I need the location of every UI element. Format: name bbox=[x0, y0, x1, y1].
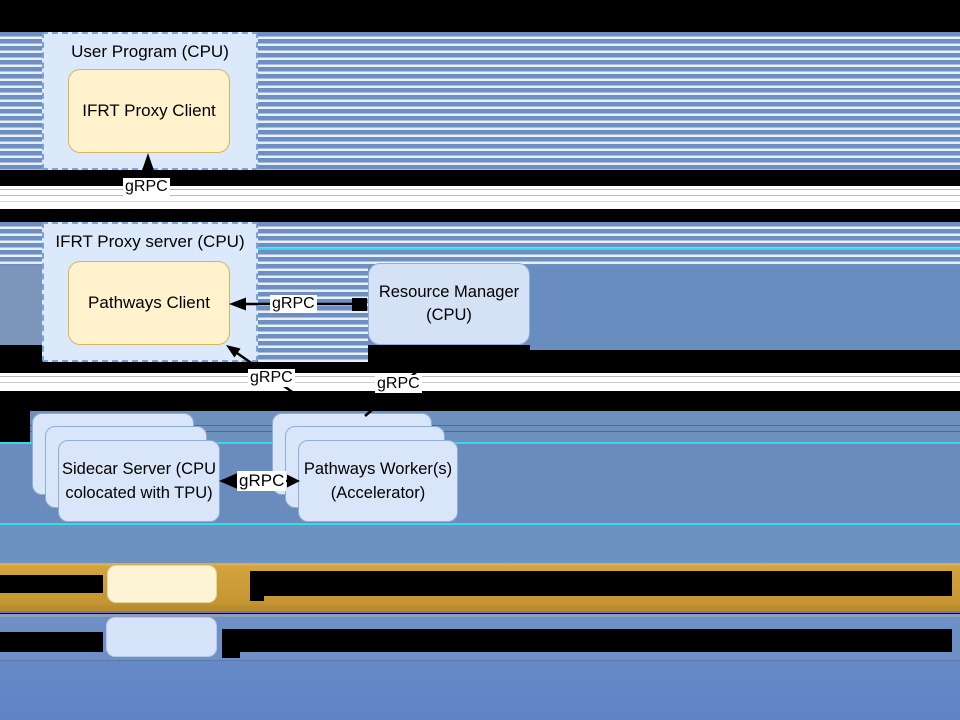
redaction-bar-5 bbox=[0, 391, 960, 411]
redacted-legend-caption-2-tail bbox=[222, 652, 240, 658]
scanline bbox=[0, 201, 960, 202]
redaction-bar-top bbox=[0, 0, 960, 32]
redaction-patch bbox=[368, 345, 530, 353]
sidecar-server-box: Sidecar Server (CPU colocated with TPU) bbox=[58, 440, 220, 522]
redacted-legend-caption-2-left bbox=[0, 632, 103, 652]
purple-scanline bbox=[0, 611, 960, 613]
sidecar-server-line1: Sidecar Server (CPU bbox=[61, 460, 217, 478]
pathways-workers-box: Pathways Worker(s) (Accelerator) bbox=[298, 440, 458, 522]
scanline bbox=[0, 425, 960, 426]
striped-gap-column bbox=[258, 222, 368, 362]
redaction-bar-2 bbox=[0, 170, 960, 186]
scanline bbox=[0, 382, 960, 383]
legend-swatch-blue bbox=[106, 617, 217, 657]
redaction-bar-3 bbox=[0, 209, 960, 222]
white-band-1 bbox=[0, 186, 960, 209]
cyan-scanline-1 bbox=[258, 248, 960, 250]
grpc-label-worker-rm: gRPC bbox=[375, 375, 422, 393]
ifrt-proxy-client-box: IFRT Proxy Client bbox=[68, 69, 230, 153]
scanline bbox=[0, 195, 960, 196]
redaction-patch-left bbox=[0, 411, 30, 442]
cyan-scanline-2 bbox=[0, 442, 960, 444]
solid-gray-left bbox=[0, 266, 42, 345]
redacted-legend-caption-1-tail bbox=[250, 596, 264, 601]
grpc-label-worker-client: gRPC bbox=[248, 369, 295, 387]
gray-scanline bbox=[0, 614, 960, 617]
resource-manager-line2: (CPU) bbox=[426, 306, 472, 324]
pathways-client-box: Pathways Client bbox=[68, 261, 230, 345]
ifrt-proxy-client-label: IFRT Proxy Client bbox=[82, 101, 216, 120]
blue-band-bottom bbox=[0, 660, 960, 720]
grpc-label-client-rm: gRPC bbox=[270, 295, 317, 313]
blue-band-3 bbox=[0, 525, 960, 563]
grpc-label-proxy-client: gRPC bbox=[123, 178, 170, 196]
redacted-legend-caption-2 bbox=[222, 629, 952, 652]
pathways-workers-line2: (Accelerator) bbox=[330, 484, 426, 502]
resource-manager-box: Resource Manager (CPU) bbox=[368, 263, 530, 345]
redacted-legend-caption-1-left bbox=[0, 575, 103, 593]
redacted-legend-caption-1 bbox=[250, 571, 952, 596]
ifrt-proxy-server-title: IFRT Proxy server (CPU) bbox=[55, 232, 245, 251]
pathways-client-label: Pathways Client bbox=[88, 293, 210, 312]
scanline bbox=[0, 376, 960, 377]
cyan-scanline-3 bbox=[0, 523, 960, 525]
resource-manager-line1: Resource Manager bbox=[378, 283, 520, 301]
sidecar-server-line2: colocated with TPU) bbox=[65, 484, 213, 502]
grpc-label-sidecar-worker: gRPC bbox=[237, 471, 287, 491]
redaction-patch bbox=[0, 345, 42, 353]
pathways-workers-line1: Pathways Worker(s) bbox=[303, 460, 453, 478]
legend-swatch-yellow bbox=[107, 565, 217, 603]
user-program-title: User Program (CPU) bbox=[71, 42, 229, 61]
scanline bbox=[0, 431, 960, 432]
scanline bbox=[0, 189, 960, 190]
